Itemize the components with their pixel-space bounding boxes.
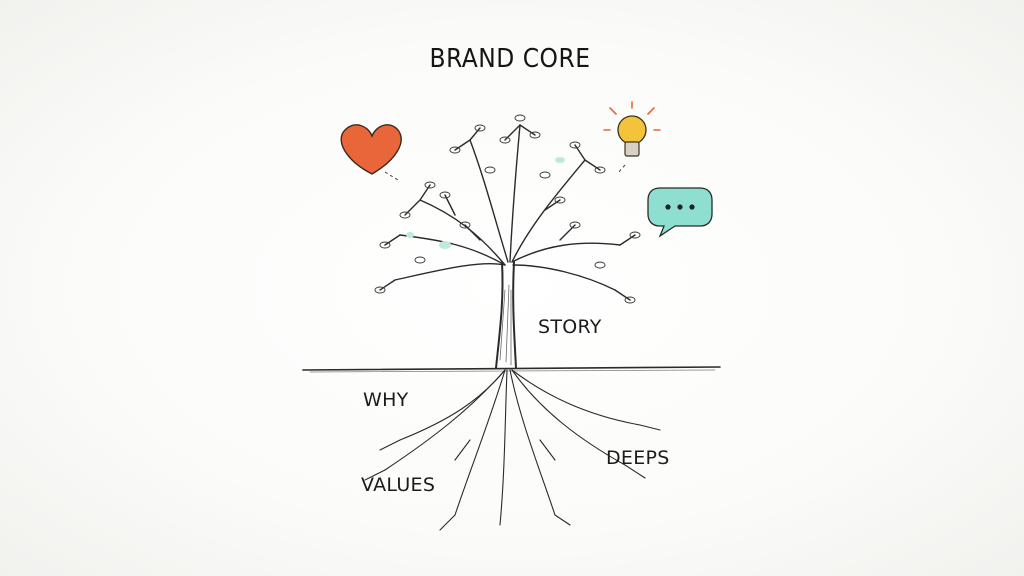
heart-icon <box>340 124 402 181</box>
ground-line <box>302 366 721 373</box>
label-story: STORY <box>538 316 602 338</box>
tree-branches <box>379 124 636 301</box>
tree-trunk <box>495 261 517 369</box>
diagram-title: BRAND CORE <box>429 44 591 74</box>
lightbulb-icon <box>603 101 661 174</box>
label-deeps: DEEPS <box>606 447 670 469</box>
tree-leaves <box>374 114 641 304</box>
label-why: WHY <box>363 389 409 411</box>
label-values: VALUES <box>361 474 436 496</box>
tree-roots <box>364 369 661 531</box>
speech-bubble-icon <box>647 187 713 238</box>
